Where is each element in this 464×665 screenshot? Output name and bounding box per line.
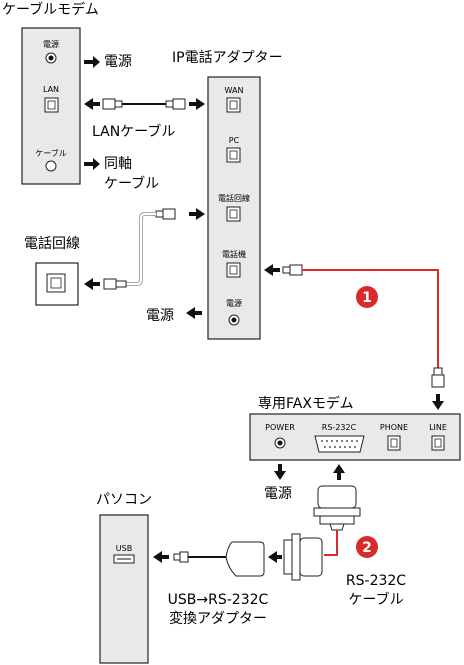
fax-phone-jack-icon bbox=[387, 435, 401, 451]
phone-line-jack-icon bbox=[226, 206, 241, 222]
usb-adapter-label-line2: 変換アダプター bbox=[169, 610, 267, 627]
fax-phone-port-label: PHONE bbox=[380, 423, 408, 432]
phone-line-arrow-icon bbox=[189, 208, 205, 220]
rs232c-port-icon bbox=[314, 435, 365, 453]
ip-adapter-title: IP電話アダプター bbox=[172, 49, 283, 66]
wall-jack-arrow-icon bbox=[84, 278, 100, 290]
lan-cable-label: LANケーブル bbox=[92, 123, 175, 140]
rs232c-cable-label-line1: RS-232C bbox=[346, 573, 406, 589]
rs232c-cable-label-line2: ケーブル bbox=[348, 591, 403, 608]
pc-usb-port-icon bbox=[113, 554, 135, 564]
pc-usb-port-label: USB bbox=[116, 544, 132, 553]
modem-power-port-label: 電源 bbox=[43, 40, 59, 49]
fax-power-label: 電源 bbox=[264, 486, 292, 502]
coax-cable-label-line1: 同軸 bbox=[104, 156, 132, 172]
wall-phone-jack-icon bbox=[35, 262, 79, 306]
usb-adapter-label-line1: USB→RS-232C bbox=[168, 592, 269, 608]
rs232c-up-arrow-icon bbox=[333, 464, 345, 480]
fax-line-jack-icon bbox=[431, 435, 445, 451]
red-cable-plug-bottom-icon bbox=[431, 367, 445, 388]
marker-2-icon: 2 bbox=[356, 536, 378, 558]
lan-plug-left-icon bbox=[102, 98, 123, 110]
fax-power-port-label: POWER bbox=[265, 423, 295, 432]
pc-box bbox=[99, 514, 149, 664]
marker-2-text: 2 bbox=[362, 540, 372, 556]
wan-port-label: WAN bbox=[225, 86, 244, 95]
rs232c-connector-top-icon bbox=[313, 485, 361, 531]
usb-plug-icon bbox=[173, 551, 189, 563]
lan-left-arrow-icon bbox=[84, 98, 100, 110]
lan-plug-right-icon bbox=[165, 98, 186, 110]
red-cable-1 bbox=[302, 269, 439, 368]
fax-power-jack-icon bbox=[274, 437, 286, 449]
phone-port-label: 電話機 bbox=[222, 249, 246, 259]
pc-title: パソコン bbox=[96, 492, 152, 508]
fax-line-port-label: LINE bbox=[429, 423, 447, 432]
modem-cable-port-label: ケーブル bbox=[35, 148, 67, 158]
lan-right-arrow-icon bbox=[189, 98, 205, 110]
fax-modem-title: 専用FAXモデム bbox=[258, 395, 354, 412]
adapter-power-label: 電源 bbox=[146, 308, 174, 324]
adapter-power-arrow-icon bbox=[186, 307, 202, 319]
modem-lan-jack-icon bbox=[44, 97, 59, 113]
phone-line-port-label: 電話回線 bbox=[218, 193, 250, 203]
modem-lan-port-label: LAN bbox=[43, 85, 59, 94]
modem-power-label: 電源 bbox=[104, 54, 132, 70]
wan-jack-icon bbox=[226, 97, 241, 113]
rs232c-port-label: RS-232C bbox=[322, 423, 357, 432]
adapter-power-jack-icon bbox=[228, 314, 240, 326]
modem-coax-jack-icon bbox=[45, 160, 57, 172]
pc-port-label: PC bbox=[229, 136, 240, 145]
adapter-power-port-label: 電源 bbox=[226, 299, 242, 308]
phone-line-plug-bottom-icon bbox=[103, 278, 127, 290]
red-cable-plug-top-icon bbox=[282, 264, 303, 276]
fax-power-arrow-icon bbox=[274, 464, 286, 480]
phone-line-plug-top-icon bbox=[155, 208, 176, 220]
phone-jack-icon bbox=[226, 262, 241, 278]
usb-rs232c-adapter-icon bbox=[225, 541, 265, 577]
red-cable-2 bbox=[324, 530, 338, 556]
marker-1-icon: 1 bbox=[356, 286, 378, 308]
modem-coax-arrow-icon bbox=[84, 158, 100, 170]
wall-jack-title: 電話回線 bbox=[24, 235, 80, 252]
phone-port-arrow-icon bbox=[264, 264, 280, 276]
modem-power-jack-icon bbox=[45, 52, 57, 64]
usb-adapter-arrow-icon bbox=[268, 551, 282, 563]
pc-jack-icon bbox=[226, 147, 241, 163]
modem-power-arrow-icon bbox=[84, 56, 100, 68]
cable-modem-title: ケーブルモデム bbox=[2, 1, 99, 18]
rs232c-connector-side-icon bbox=[283, 533, 323, 581]
line-port-arrow-icon bbox=[432, 394, 444, 410]
marker-1-text: 1 bbox=[362, 290, 372, 306]
usb-port-arrow-icon bbox=[153, 551, 169, 563]
coax-cable-label-line2: ケーブル bbox=[104, 175, 159, 192]
phone-line-cable-inner bbox=[126, 213, 156, 285]
